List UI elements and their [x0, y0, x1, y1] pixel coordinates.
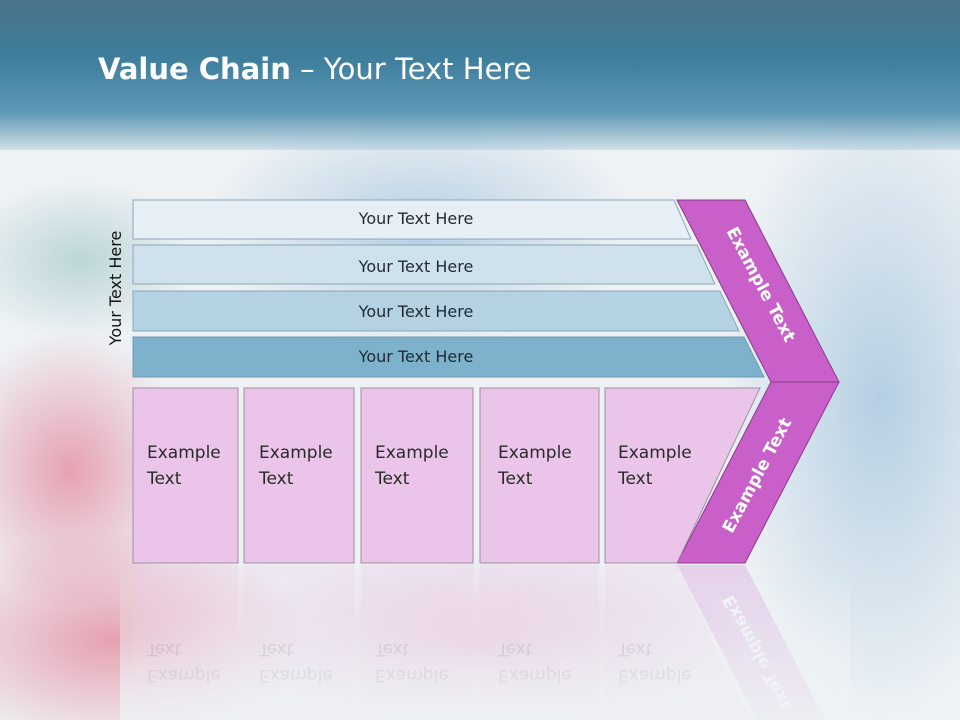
cell-1: Example Text: [132, 387, 239, 564]
row-bar-4-label: Your Text Here: [358, 347, 474, 366]
cell-5-line1: Example: [618, 443, 692, 463]
row-bar-2: Your Text Here: [132, 244, 716, 285]
row-bar-2-label: Your Text Here: [358, 257, 474, 276]
cell-2-box: [243, 387, 355, 564]
row-bar-1-label: Your Text Here: [358, 209, 474, 228]
cell-3-line2: Text: [374, 469, 410, 489]
cell-4-box: [479, 387, 600, 564]
cell-2-line2: Text: [258, 469, 294, 489]
row-bar-3-shape: [132, 290, 740, 332]
cell-4-line2: Text: [497, 469, 533, 489]
title-bold-part: Value Chain: [98, 52, 291, 86]
row-bar-2-shape: [132, 244, 716, 285]
cell-3-box: [360, 387, 474, 564]
row-bar-4: Your Text Here: [132, 336, 765, 378]
slide-title: Value Chain – Your Text Here: [98, 52, 532, 86]
cell-3: Example Text: [360, 387, 474, 564]
cell-4-line1: Example: [498, 443, 572, 463]
row-bar-3: Your Text Here: [132, 290, 740, 332]
row-bar-1: Your Text Here: [132, 199, 692, 240]
row-bar-1-shape: [132, 199, 692, 240]
title-rest-part: – Your Text Here: [290, 52, 532, 86]
row-bar-4-shape: [132, 336, 765, 378]
cell-5-line2: Text: [617, 469, 653, 489]
reflection-fade: [120, 565, 850, 720]
row-bar-3-label: Your Text Here: [358, 302, 474, 321]
header-bar: Value Chain – Your Text Here: [0, 0, 960, 150]
cell-5-box: [604, 387, 761, 564]
cell-1-line2: Text: [146, 469, 182, 489]
cell-3-line1: Example: [375, 443, 449, 463]
side-label: Your Text Here: [106, 231, 125, 347]
cell-5: Example Text: [604, 387, 761, 564]
cell-4: Example Text: [479, 387, 600, 564]
cell-2-line1: Example: [259, 443, 333, 463]
cell-1-box: [132, 387, 239, 564]
cell-2: Example Text: [243, 387, 355, 564]
cell-1-line1: Example: [147, 443, 221, 463]
chevron-lower: [676, 381, 840, 564]
